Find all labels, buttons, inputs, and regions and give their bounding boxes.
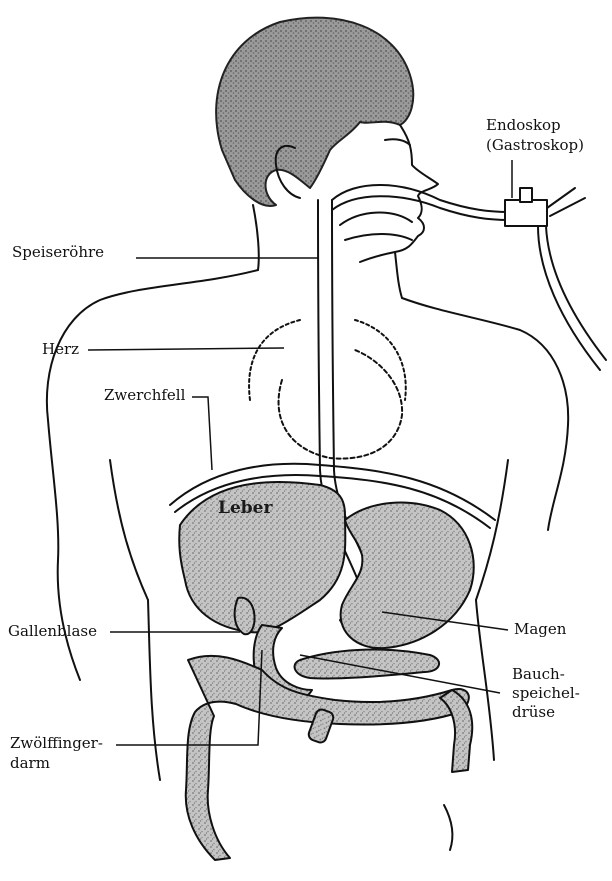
- label-liver: Leber: [218, 498, 272, 518]
- label-endoscope: Endoskop (Gastroskop): [486, 115, 584, 155]
- label-endoscope-line2: (Gastroskop): [486, 135, 584, 155]
- label-stomach: Magen: [514, 620, 566, 638]
- esophagus: [318, 200, 320, 470]
- label-pancreas-line1: Bauch-: [512, 665, 580, 684]
- gallbladder: [235, 598, 255, 635]
- stomach: [341, 503, 474, 649]
- label-pancreas-line2: speichel-: [512, 684, 580, 703]
- label-pancreas-line3: drüse: [512, 703, 580, 722]
- label-duodenum-line1: Zwölffinger-: [10, 733, 103, 753]
- label-endoscope-line1: Endoskop: [486, 115, 584, 135]
- heart-outline: [279, 350, 403, 459]
- colon: [186, 656, 469, 860]
- endoscope-handle: [505, 200, 547, 226]
- label-heart: Herz: [42, 340, 79, 358]
- eye: [385, 139, 410, 145]
- label-gallbladder: Gallenblase: [8, 622, 97, 640]
- label-pancreas: Bauch- speichel- drüse: [512, 665, 580, 722]
- label-duodenum-line2: darm: [10, 753, 103, 773]
- pancreas: [295, 650, 440, 679]
- label-esophagus: Speiseröhre: [12, 243, 104, 261]
- hair: [216, 18, 413, 206]
- neck: [253, 205, 259, 270]
- label-diaphragm: Zwerchfell: [104, 386, 185, 404]
- label-duodenum: Zwölffinger- darm: [10, 733, 103, 773]
